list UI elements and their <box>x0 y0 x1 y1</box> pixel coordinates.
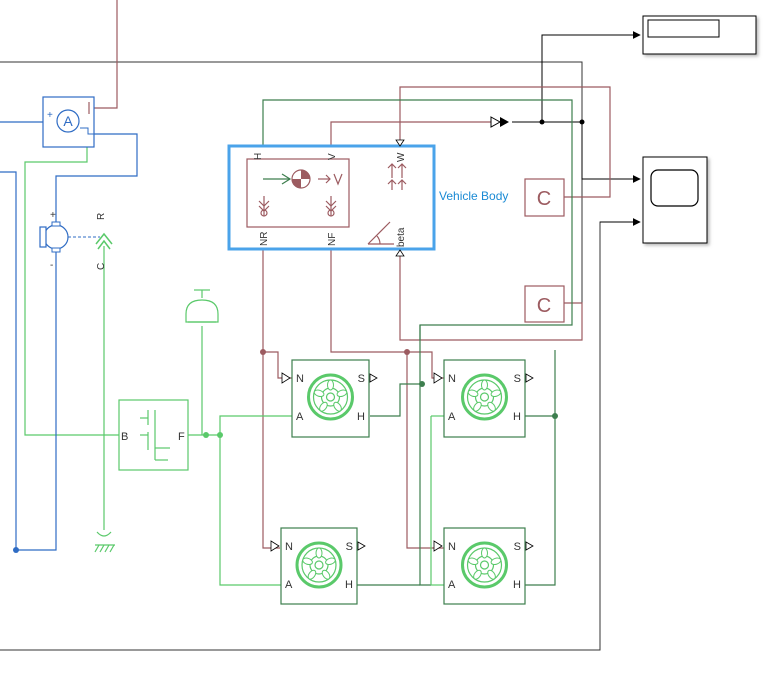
beta-port-arrow <box>395 249 405 257</box>
tire-block[interactable]: N S A H <box>433 527 534 605</box>
elec-junction-dot <box>13 547 19 553</box>
velocity-arrow-icon <box>318 173 343 186</box>
tire-port-s: S <box>358 373 365 385</box>
dc-motor-block[interactable]: + - C R <box>39 210 113 271</box>
constant-bottom-label: C <box>537 295 551 317</box>
wheel-icon <box>295 541 343 589</box>
ammeter-plus: + <box>47 110 53 121</box>
vehicle-port-nf: NF <box>327 233 338 246</box>
ammeter-block[interactable]: A + <box>42 96 95 148</box>
tire-port-a: A <box>296 411 304 423</box>
tire-block[interactable]: N S A H <box>433 359 534 438</box>
dkgreen-junction-dot <box>552 413 558 419</box>
constant-block-bottom[interactable]: C <box>524 285 565 323</box>
wheel-icon <box>461 373 508 421</box>
signal-lines <box>512 31 641 226</box>
vehicle-port-h: H <box>253 153 264 160</box>
dark-green-lines <box>262 99 573 586</box>
tire-block[interactable]: N S A H <box>281 359 378 438</box>
mechanical-ground-icon <box>94 531 115 553</box>
vehicle-port-w: W <box>396 152 407 162</box>
incline-angle-icon <box>367 221 394 245</box>
green-junction-dot <box>217 432 223 438</box>
mech-junction-dot <box>404 349 410 355</box>
tire-port-n: N <box>285 541 293 553</box>
tire-port-a: A <box>448 579 456 591</box>
tire-port-s: S <box>514 541 521 553</box>
wind-arrows-icon <box>387 163 407 190</box>
clutch-port-f: F <box>178 431 185 443</box>
n-port-arrow <box>433 372 443 384</box>
s-port-arrow <box>525 373 534 383</box>
vehicle-port-v: V <box>327 153 338 160</box>
n-port-arrow <box>281 372 291 384</box>
n-port-arrow <box>433 540 443 552</box>
vehicle-port-nr: NR <box>259 232 270 246</box>
motor-port-r: R <box>96 213 107 220</box>
s-port-arrow <box>369 373 378 383</box>
tire-port-s: S <box>346 541 353 553</box>
scope-block[interactable] <box>642 156 708 244</box>
motor-plus: + <box>50 210 56 221</box>
ammeter-symbol: A <box>63 113 73 129</box>
mech-junction-dot <box>260 349 266 355</box>
wheel-icon <box>307 373 354 421</box>
vehicle-body-block[interactable]: H V W NR NF beta <box>227 139 436 257</box>
tire-block[interactable]: N S A H <box>270 527 366 605</box>
inertia-block[interactable] <box>185 289 219 323</box>
tire-port-n: N <box>448 541 456 553</box>
constant-top-label: C <box>537 188 551 210</box>
display-block[interactable] <box>642 15 757 55</box>
clutch-port-b: B <box>121 431 128 443</box>
inport-arrow <box>500 117 509 127</box>
tire-port-n: N <box>448 373 456 385</box>
tire-port-a: A <box>285 579 293 591</box>
constant-block-top[interactable]: C <box>524 178 565 217</box>
dkgreen-junction-dot <box>419 381 425 387</box>
tire-port-n: N <box>296 373 304 385</box>
tire-port-a: A <box>448 411 456 423</box>
tire-port-s: S <box>514 373 521 385</box>
center-of-gravity-icon <box>291 169 311 189</box>
clutch-block[interactable]: B F <box>118 399 189 471</box>
branch-dot <box>579 119 585 125</box>
tire-port-h: H <box>357 411 365 423</box>
motor-minus: - <box>50 260 53 271</box>
tire-port-h: H <box>513 579 521 591</box>
tire-port-h: H <box>345 579 353 591</box>
vehicle-body-label: Vehicle Body <box>439 189 508 203</box>
tire-port-h: H <box>513 411 521 423</box>
vehicle-port-beta: beta <box>396 227 407 247</box>
branch-dot <box>539 119 545 125</box>
scope-icon <box>650 169 699 207</box>
green-junction-dot <box>203 432 209 438</box>
rotational-port-icon <box>95 232 113 250</box>
n-port-arrow <box>270 540 280 552</box>
s-port-arrow <box>357 541 366 551</box>
electrical-lines <box>0 121 138 551</box>
inport-arrow <box>490 116 502 128</box>
wheel-icon <box>461 541 508 589</box>
w-port-arrow <box>395 139 405 147</box>
s-port-arrow <box>525 541 534 551</box>
normal-force-icon <box>258 196 337 217</box>
motor-port-c: C <box>96 263 107 270</box>
